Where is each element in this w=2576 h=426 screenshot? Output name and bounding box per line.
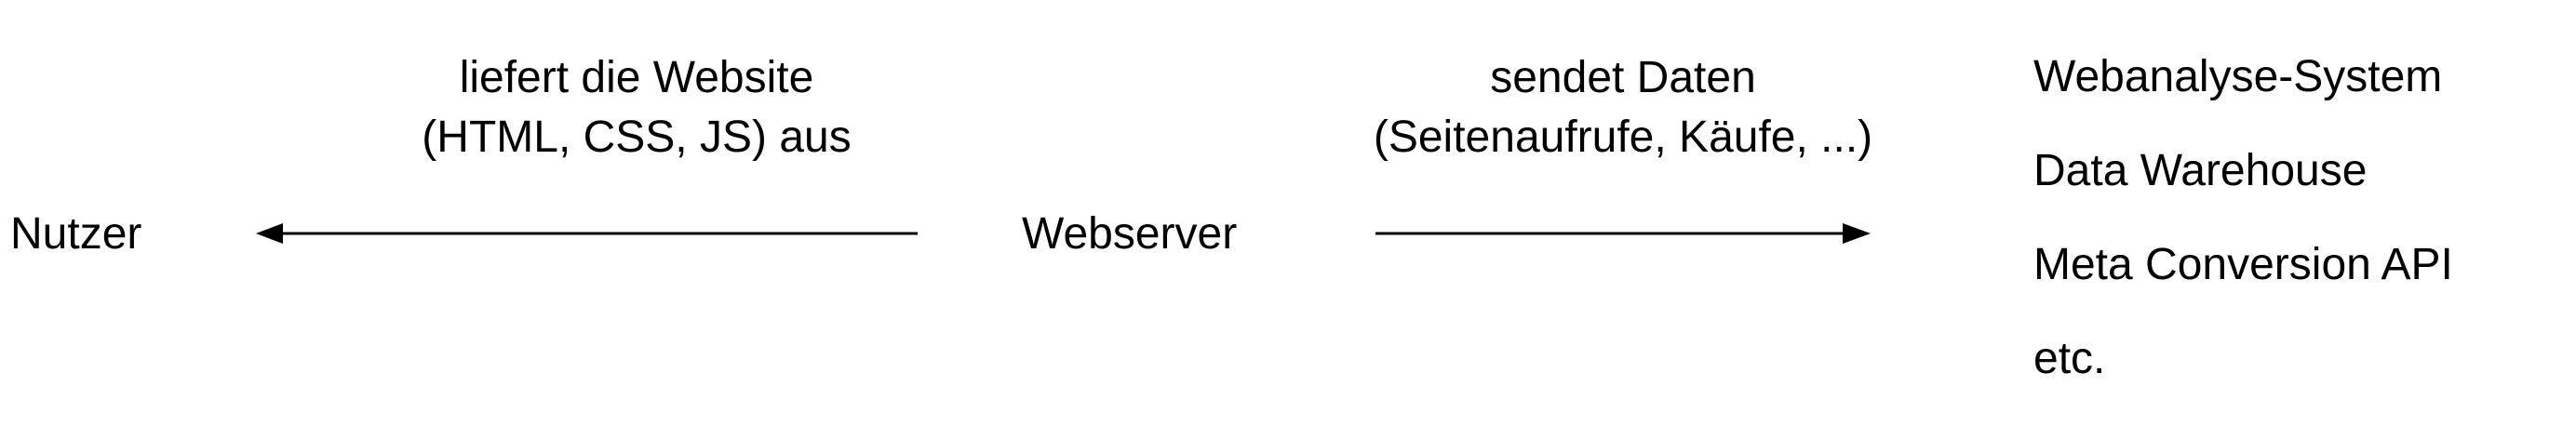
target-data-warehouse: Data Warehouse — [2033, 146, 2368, 195]
edge-label-deliver-line1: liefert die Website — [459, 53, 814, 102]
edge-label-deliver-line2: (HTML, CSS, JS) aus — [422, 113, 852, 162]
target-meta-conversion-api: Meta Conversion API — [2033, 240, 2453, 289]
target-etc: etc. — [2033, 334, 2106, 383]
edge-label-send-line2: (Seitenaufrufe, Käufe, ...) — [1373, 113, 1873, 162]
arrow-server-to-targets — [1375, 223, 1871, 244]
node-webserver: Webserver — [1022, 209, 1238, 259]
edge-label-send-line1: sendet Daten — [1490, 53, 1756, 102]
node-user: Nutzer — [10, 209, 142, 259]
arrow-server-to-user — [256, 223, 918, 244]
target-web-analytics: Webanalyse-System — [2033, 52, 2443, 101]
